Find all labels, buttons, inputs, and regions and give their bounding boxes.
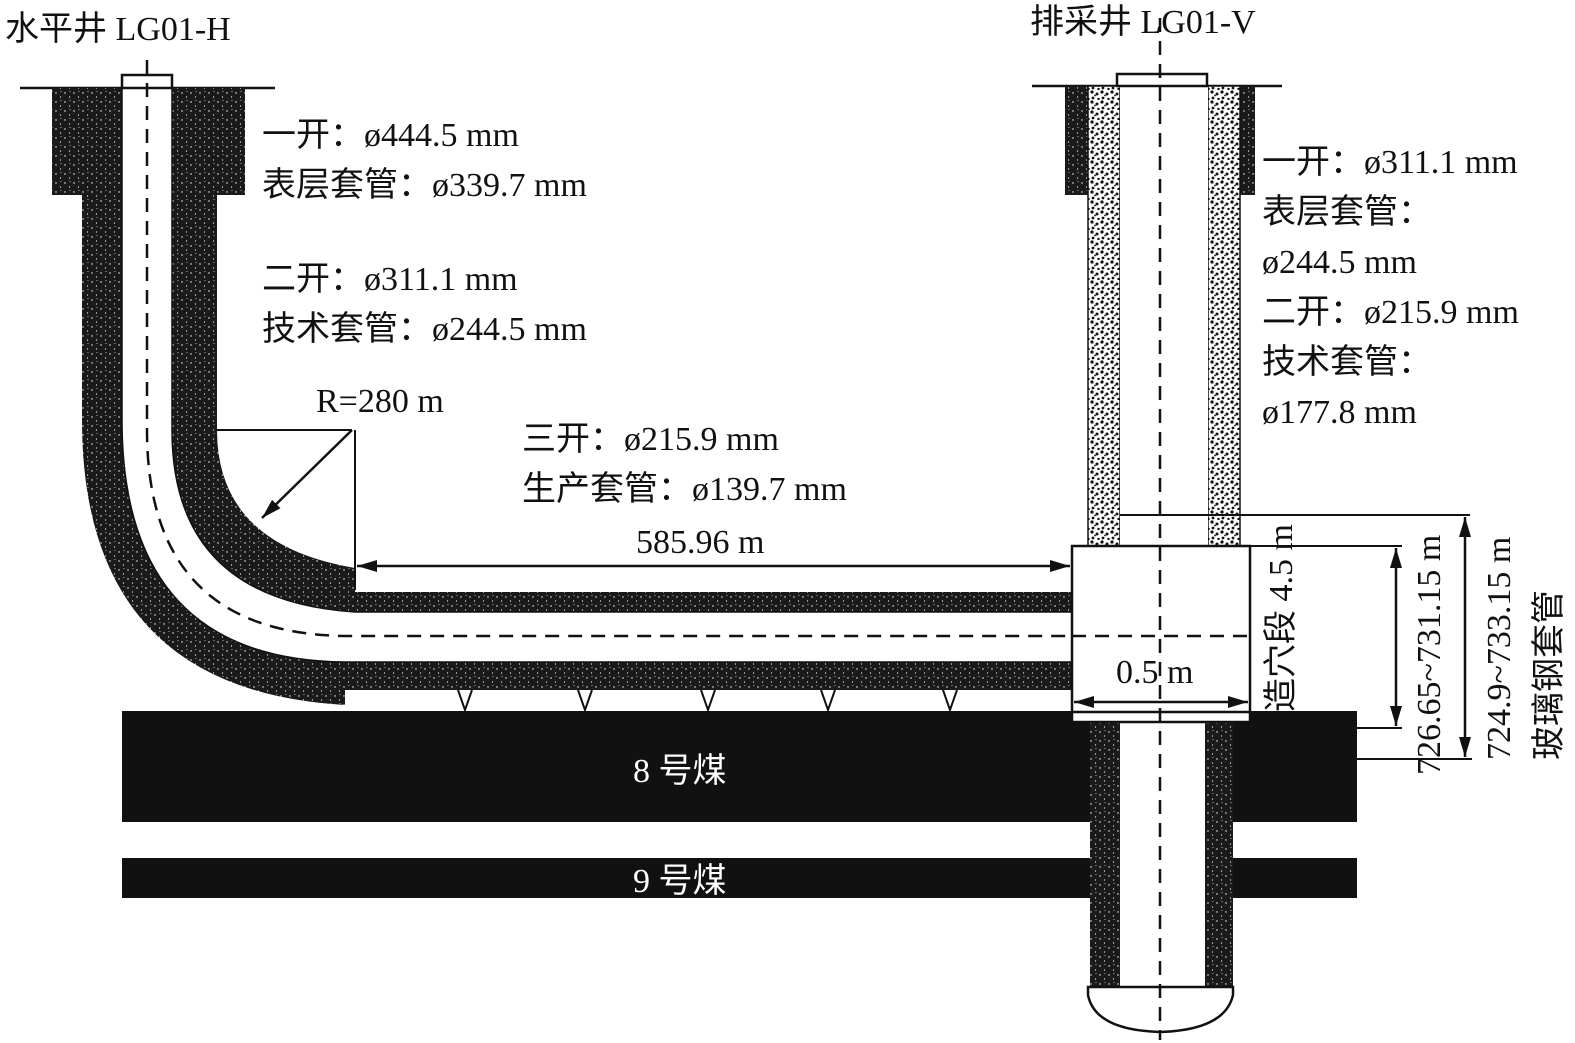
- v-tech-casing-label: 技术套管：: [1262, 343, 1432, 381]
- h-spud2: 二开：ø311.1 mm: [262, 261, 518, 298]
- cavity-label: 造穴段 4.5 m: [1262, 524, 1300, 712]
- seam-8-label: 8 号煤: [633, 753, 727, 790]
- vertical-well: [1032, 18, 1472, 1040]
- seam-9-label: 9 号煤: [633, 863, 727, 900]
- v-tech-casing-value: ø177.8 mm: [1262, 394, 1417, 431]
- frp-depth-label: 724.9~733.15 m: [1481, 537, 1518, 760]
- perforations: [457, 689, 958, 714]
- v-spud1: 一开：ø311.1 mm: [1262, 144, 1518, 181]
- radius-arrow: [261, 429, 353, 519]
- horizontal-well-title: 水平井 LG01-H: [5, 10, 231, 48]
- frp-casing-label: 玻璃钢套管: [1530, 590, 1568, 760]
- v-spud2: 二开：ø215.9 mm: [1262, 294, 1519, 331]
- horizontal-length: 585.96 m: [636, 524, 764, 561]
- vertical-well-title: 排采井 LG01-V: [1030, 3, 1256, 41]
- h-surface-casing: 表层套管：ø339.7 mm: [262, 166, 587, 204]
- v-surface-casing-value: ø244.5 mm: [1262, 244, 1417, 281]
- radius-label: R=280 m: [316, 383, 444, 420]
- cavity-depth-label: 726.65~731.15 m: [1411, 535, 1448, 775]
- horizontal-well: [20, 60, 1250, 714]
- cavity-width-label: 0.5 m: [1116, 654, 1193, 691]
- v-surface-casing-label: 表层套管：: [1262, 193, 1432, 231]
- h-tech-casing: 技术套管：ø244.5 mm: [262, 310, 587, 348]
- h-prod-casing: 生产套管：ø139.7 mm: [522, 470, 847, 508]
- h-spud1: 一开：ø444.5 mm: [262, 117, 519, 154]
- h-spud3: 三开：ø215.9 mm: [522, 421, 779, 458]
